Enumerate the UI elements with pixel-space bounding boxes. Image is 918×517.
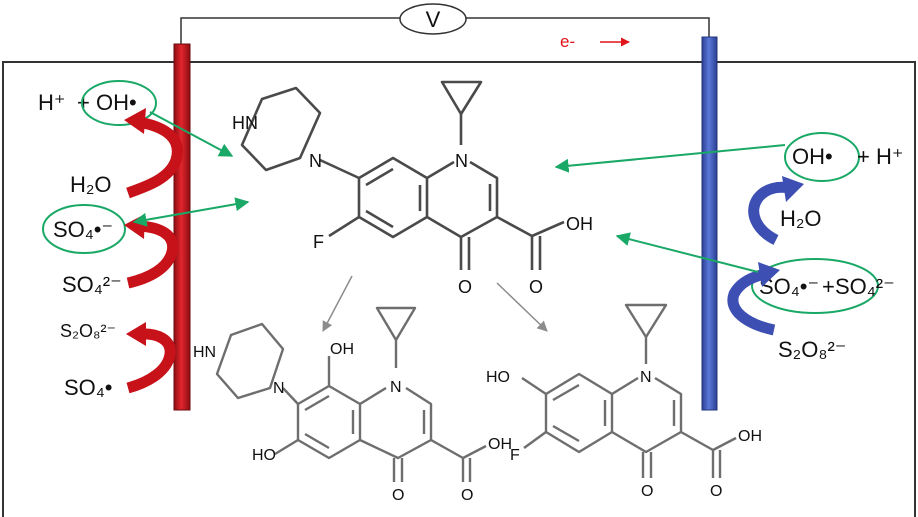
product-right-acid-hydroxyl: OH [738, 428, 762, 445]
voltmeter-label: V [426, 7, 441, 32]
cathode-persulfate: S₂O₈²⁻ [778, 337, 846, 362]
product-right-n-ring: N [640, 369, 652, 386]
cathode-sulfate-attack-arrow [615, 232, 759, 273]
anode-h-plus: H⁺ [38, 90, 66, 115]
anode-sulfate: SO₄²⁻ [62, 272, 122, 297]
anode-oh-highlight [81, 80, 157, 126]
cathode-water: H₂O [780, 206, 822, 231]
parent-n-piperazine: N [309, 151, 322, 171]
product-right-fluorine: F [510, 447, 520, 464]
cathode-oh-attack-arrow [554, 144, 786, 173]
cathode-oh-highlight [784, 132, 860, 182]
anode-oh-radical: OH• [96, 90, 137, 115]
parent-hn: HN [232, 113, 258, 133]
anode-oh-attack-arrow [149, 111, 234, 157]
transformation-arrow-right [496, 282, 548, 332]
cathode-water-arrowhead [782, 176, 804, 202]
product-left-acid-hydroxyl: OH [488, 436, 512, 453]
sulfate-oxidation-arrowhead [124, 214, 145, 239]
product-right-keto-oxygen: O [641, 483, 653, 500]
anode-electrode [173, 43, 191, 411]
anode-persulfate: S₂O₈²⁻ [60, 321, 116, 341]
cathode-reactions: OH• + H⁺ H₂O SO₄•⁻ + SO₄²⁻ S₂O₈²⁻ [727, 132, 904, 362]
electron-label: e- [560, 32, 575, 51]
product-left-hydroxyl-left: HO [252, 447, 276, 464]
cathode-water-arrow [748, 181, 791, 245]
cathode-h-plus: H⁺ [876, 144, 904, 169]
parent-n-ring: N [455, 151, 468, 171]
anode-reactions: H⁺ + OH• H₂O SO₄•⁻ SO₄²⁻ S₂O₈²⁻ SO₄• [38, 80, 183, 400]
cathode-oh-radical: OH• [792, 144, 833, 169]
parent-carbonyl-oxygen: O [529, 277, 543, 297]
product-right-molecule: N HO F O OH O [486, 303, 762, 500]
anode-sulfate-radical-highlight [42, 204, 126, 254]
cathode-electrode [701, 36, 718, 411]
parent-molecule: HN N N F O OH O [232, 80, 593, 297]
product-left-keto-oxygen: O [392, 487, 404, 504]
cathode-persulfate-arrow [727, 268, 776, 336]
water-oxidation-arrow [126, 116, 183, 199]
water-oxidation-arrowhead [124, 108, 146, 134]
product-right-hydroxyl: HO [486, 369, 510, 386]
product-left-carbonyl-oxygen: O [461, 487, 473, 504]
product-left-n-piperazine: N [273, 380, 285, 397]
cathode-sulfate: SO₄²⁻ [835, 274, 895, 299]
anode-sulfate-attack-arrow [132, 197, 250, 227]
anode-sulfate-radical: SO₄•⁻ [53, 217, 113, 242]
product-left-hn: HN [193, 344, 216, 361]
persulfate-activation-arrow [126, 328, 176, 394]
product-left-molecule: HN N N OH HO O OH O [193, 306, 512, 504]
cathode-sulfate-highlight [751, 258, 879, 314]
cathode-separator: + [822, 274, 835, 299]
product-right-carbonyl-oxygen: O [710, 483, 722, 500]
reactor-vessel [2, 61, 916, 517]
sulfate-oxidation-arrow [126, 220, 179, 289]
cathode-persulfate-arrowhead [758, 262, 780, 287]
persulfate-activation-arrowhead [126, 322, 146, 346]
anode-water: H₂O [70, 172, 112, 197]
radical-attack-arrows [132, 111, 786, 273]
product-left-n-ring: N [390, 379, 402, 396]
external-circuit: V e- [180, 3, 710, 51]
anode-plus-sign: + [77, 90, 90, 115]
anode-sulfate-radical-2: SO₄• [64, 375, 112, 400]
voltmeter [399, 3, 467, 35]
product-left-hydroxyl-top: OH [330, 341, 354, 358]
transformation-arrow-left [322, 275, 353, 332]
parent-fluorine: F [313, 232, 324, 252]
cathode-plus-sign: + [857, 144, 870, 169]
parent-keto-oxygen: O [458, 277, 472, 297]
parent-hydroxyl: OH [566, 214, 593, 234]
